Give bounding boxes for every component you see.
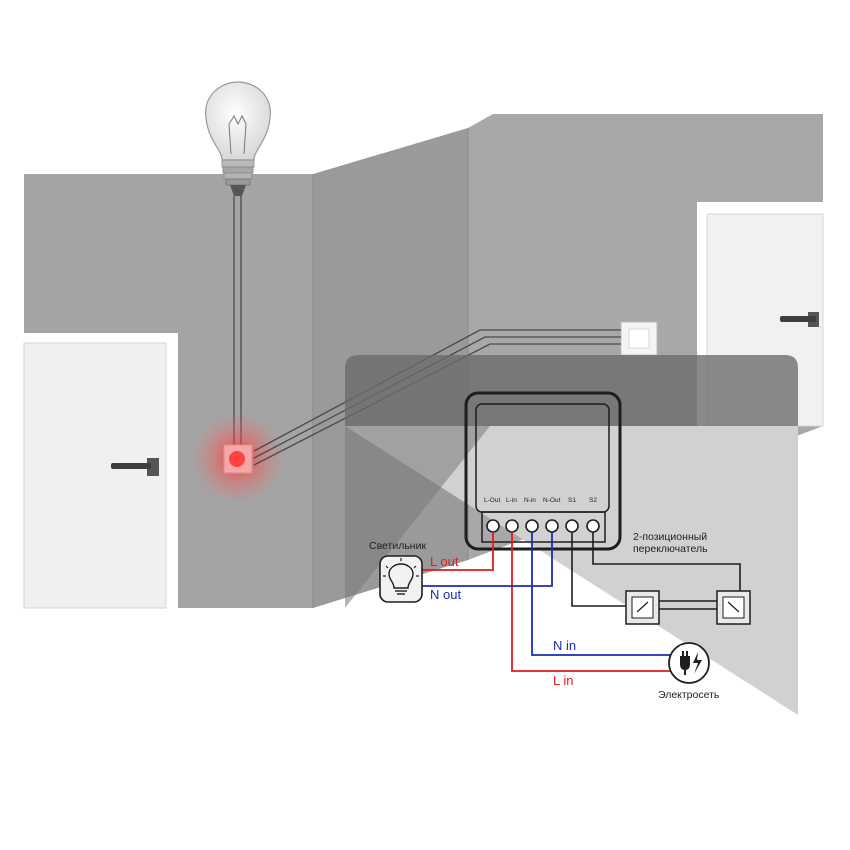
ceiling-wire: [233, 196, 242, 450]
live-wires: [421, 532, 678, 672]
neutral-wires: [421, 532, 678, 656]
switch-label-line2: переключатель: [633, 543, 708, 555]
terminal-n-out: [545, 519, 559, 533]
switch-wire: [253, 329, 621, 466]
terminal-label: N-Out: [543, 497, 561, 504]
l-out-label: L out: [430, 554, 459, 569]
switch-wires: [571, 532, 741, 610]
l-in-label: L in: [553, 673, 573, 688]
n-in-label: N in: [553, 638, 576, 653]
terminal-n-in: [525, 519, 539, 533]
door-handle-icon: [780, 312, 819, 327]
terminal-label: S1: [568, 497, 576, 504]
n-out-label: N out: [430, 587, 461, 602]
light-bulb-icon: [205, 81, 271, 196]
terminal-label: L-Out: [484, 497, 500, 504]
lamp-icon: [379, 555, 423, 603]
wall-switch-icon: [620, 321, 658, 356]
n-out-wire: [421, 532, 553, 587]
terminal-s1: [565, 519, 579, 533]
terminal-label: N-in: [524, 497, 536, 504]
terminal-label: L-in: [506, 497, 517, 504]
terminal-l-out: [486, 519, 500, 533]
wall-switch-icon: [716, 590, 751, 625]
door-handle-icon: [111, 458, 159, 476]
terminal-label: S2: [589, 497, 597, 504]
l-in-wire: [511, 532, 678, 672]
wall-switch-icon: [625, 590, 660, 625]
terminal-s2: [586, 519, 600, 533]
terminal-l-in: [505, 519, 519, 533]
lamp-label: Светильник: [369, 540, 426, 552]
power-plug-icon: [668, 642, 710, 684]
junction-box: [223, 444, 253, 474]
l-out-wire: [421, 532, 494, 571]
mains-label: Электросеть: [658, 689, 720, 701]
n-in-wire: [531, 532, 678, 656]
left-door: [23, 333, 178, 609]
switch-label-line1: 2-позиционный: [633, 531, 707, 543]
relay-module: L-Out L-in N-in N-Out S1 S2: [464, 391, 622, 551]
